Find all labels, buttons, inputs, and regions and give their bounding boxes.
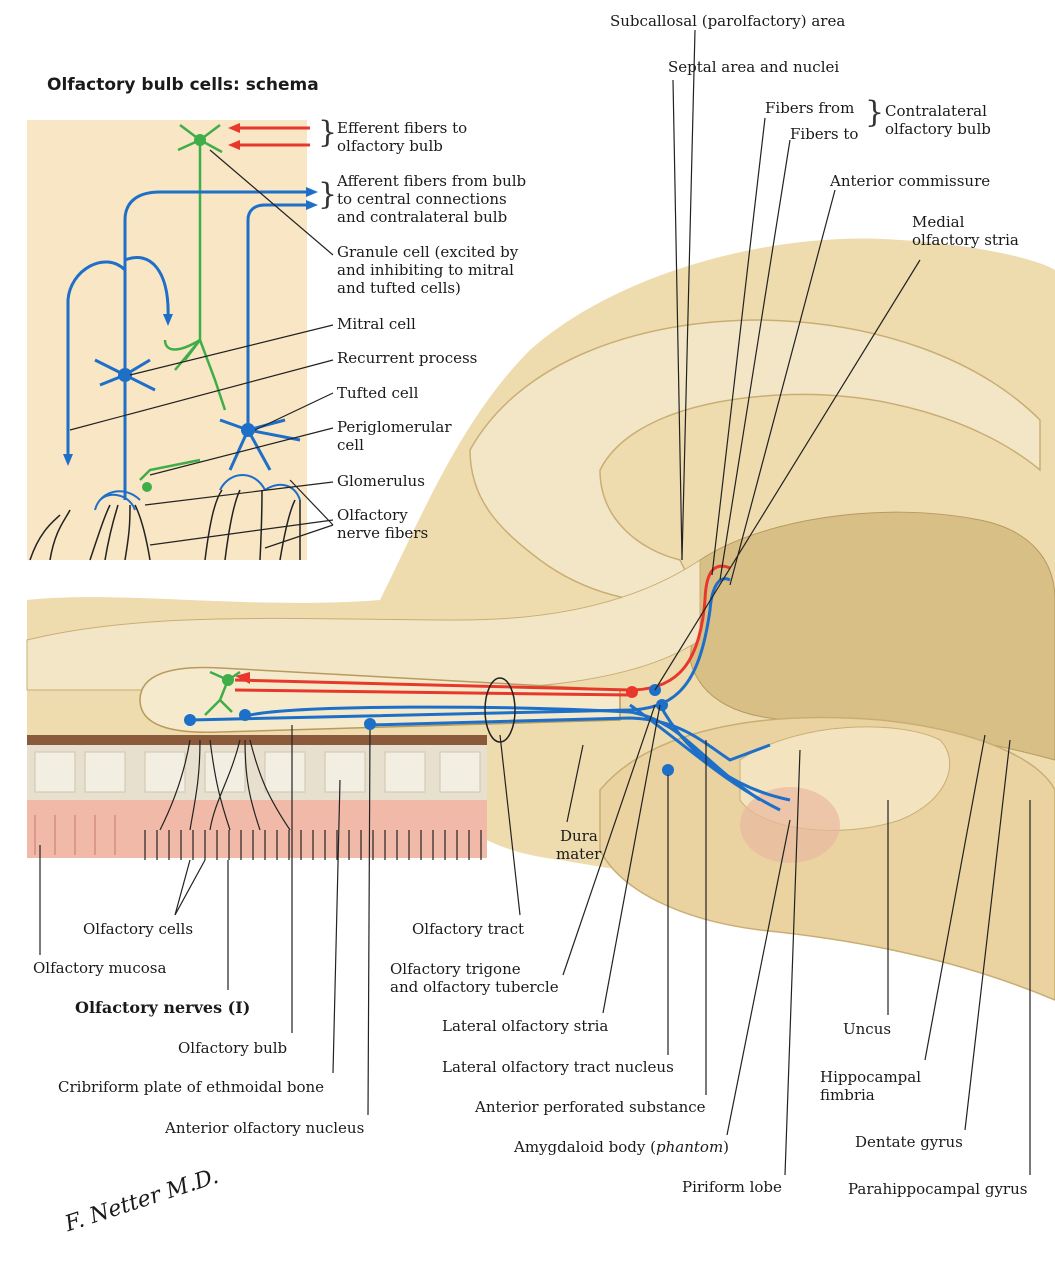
label-afferent-1: Afferent fibers from bulb [337, 172, 527, 190]
label-contralateral-2: olfactory bulb [885, 120, 991, 138]
label-lateral-stria: Lateral olfactory stria [442, 1017, 609, 1035]
label-glomerulus: Glomerulus [337, 472, 425, 490]
label-dura-1: Dura [560, 827, 598, 845]
label-dentate-gyrus: Dentate gyrus [855, 1133, 963, 1151]
label-afferent-2: to central connections [337, 190, 507, 208]
olfactory-receptor-cells [144, 739, 482, 860]
label-olf-nerve-fibers-2: nerve fibers [337, 524, 429, 542]
label-fibers-from: Fibers from [765, 99, 855, 117]
label-cribriform: Cribriform plate of ethmoidal bone [58, 1078, 325, 1096]
label-anterior-perforated: Anterior perforated substance [475, 1098, 706, 1116]
label-dura-2: mater [556, 845, 602, 863]
dura-layer [27, 735, 487, 745]
label-periglomerular-2: cell [337, 436, 364, 454]
label-anterior-commissure: Anterior commissure [830, 172, 991, 190]
label-uncus: Uncus [843, 1020, 892, 1038]
label-tufted-cell: Tufted cell [337, 384, 419, 402]
label-afferent-3: and contralateral bulb [337, 208, 508, 226]
label-periglomerular-1: Periglomerular [337, 418, 452, 436]
label-olfactory-tract: Olfactory tract [412, 920, 525, 938]
label-olfactory-mucosa: Olfactory mucosa [33, 959, 167, 977]
label-olfactory-bulb: Olfactory bulb [178, 1039, 288, 1057]
label-trigone-1: Olfactory trigone [390, 960, 521, 978]
label-hippocampal-fimbria-2: fimbria [820, 1086, 875, 1104]
label-granule-3: and tufted cells) [337, 279, 461, 297]
label-recurrent-process: Recurrent process [337, 349, 478, 367]
label-olfactory-cells: Olfactory cells [83, 920, 194, 938]
label-mitral-cell: Mitral cell [337, 315, 416, 333]
label-medial-stria-2: olfactory stria [912, 231, 1019, 249]
label-piriform: Piriform lobe [682, 1178, 782, 1196]
afferent-brace: } [318, 177, 338, 212]
label-septal: Septal area and nuclei [668, 58, 840, 76]
label-granule-2: and inhibiting to mitral [337, 261, 514, 279]
efferent-brace: } [318, 115, 338, 150]
olfactory-mucosa-layer [27, 800, 487, 858]
label-olfactory-nerves: Olfactory nerves (I) [75, 998, 251, 1017]
thalamus-region [689, 511, 1055, 761]
label-lateral-tract-nucleus: Lateral olfactory tract nucleus [442, 1058, 674, 1076]
corpus-callosum [469, 319, 1041, 604]
olfactory-bulb-shape [139, 666, 621, 734]
label-medial-stria-1: Medial [912, 213, 965, 231]
label-granule-1: Granule cell (excited by [337, 243, 519, 261]
label-parahippocampal: Parahippocampal gyrus [848, 1180, 1028, 1198]
label-hippocampal-fimbria-1: Hippocampal [820, 1068, 922, 1086]
schema-title: Olfactory bulb cells: schema [47, 75, 319, 95]
amygdala-phantom [740, 787, 840, 863]
label-amygdaloid: Amygdaloid body (phantom) [514, 1138, 730, 1156]
label-contralateral-1: Contralateral [885, 102, 987, 120]
label-subcallosal: Subcallosal (parolfactory) area [610, 12, 846, 30]
label-efferent-2: olfactory bulb [337, 137, 443, 155]
label-anterior-olfactory-nucleus: Anterior olfactory nucleus [165, 1119, 365, 1137]
leader-lines [39, 29, 1031, 1176]
contralateral-brace: } [865, 95, 885, 130]
label-trigone-2: and olfactory tubercle [390, 978, 559, 996]
label-fibers-to: Fibers to [790, 125, 859, 143]
label-olf-nerve-fibers-1: Olfactory [337, 506, 408, 524]
label-efferent-1: Efferent fibers to [337, 119, 468, 137]
